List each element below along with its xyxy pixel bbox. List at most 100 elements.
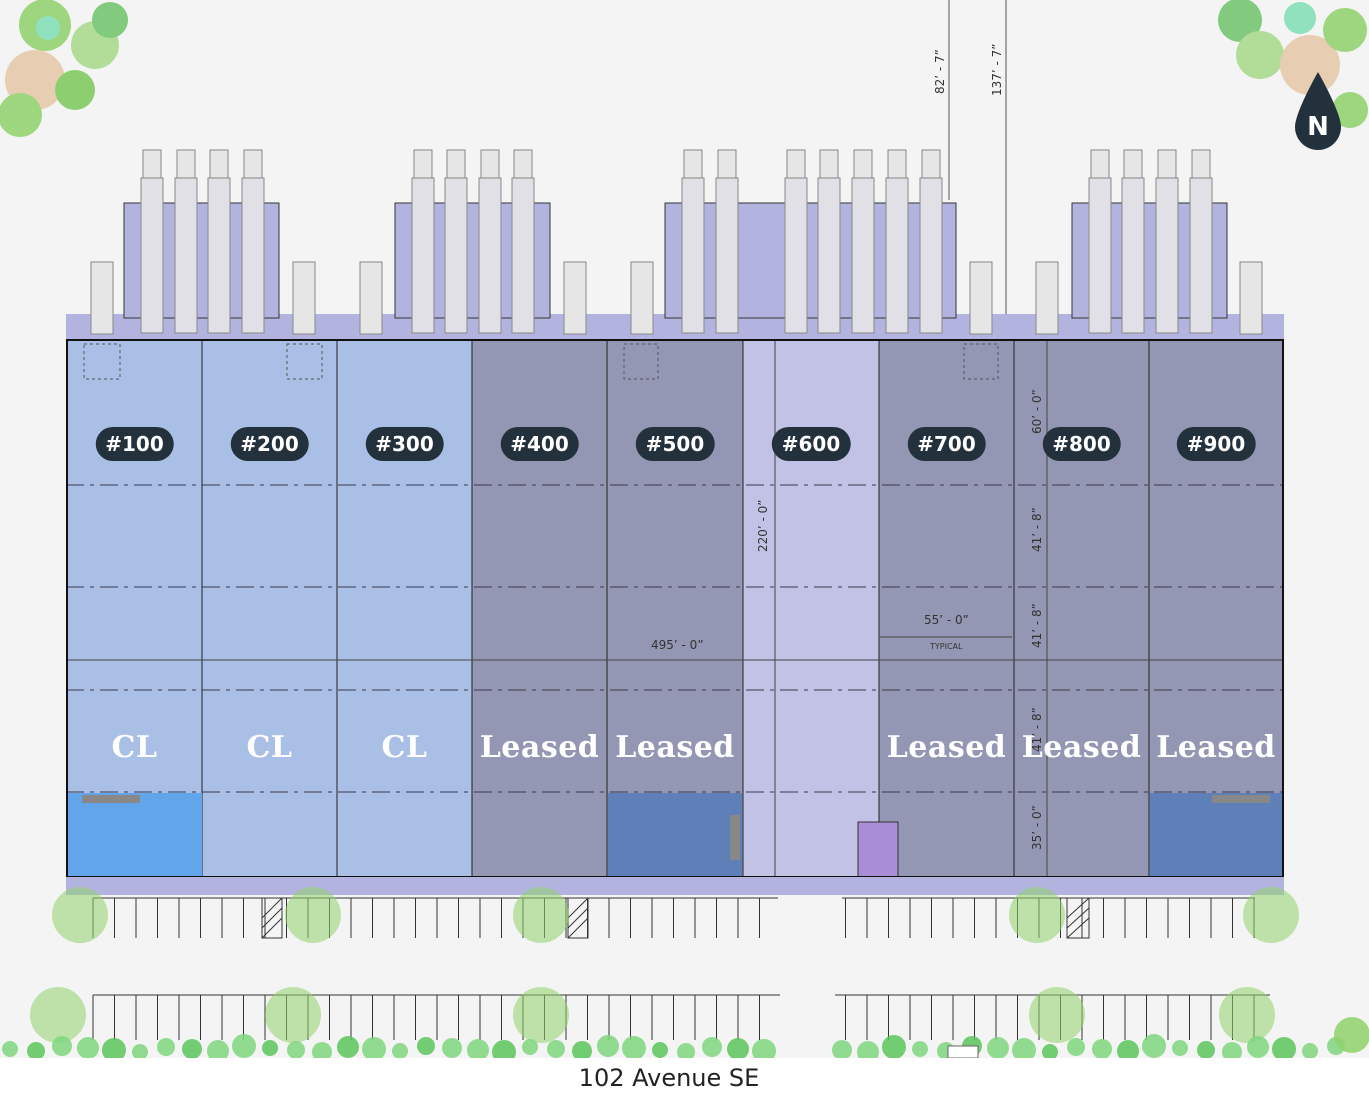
unit-badge[interactable]: #300	[365, 427, 444, 461]
shrub	[1302, 1043, 1318, 1059]
shrub	[287, 1041, 305, 1059]
unit-badge[interactable]: #600	[771, 427, 851, 461]
shrub	[157, 1038, 175, 1056]
shrub	[522, 1039, 538, 1055]
unit-badge[interactable]: #400	[500, 427, 579, 461]
stair-900	[1212, 795, 1270, 803]
trailer	[478, 177, 502, 334]
trailer	[1035, 261, 1059, 335]
shrub	[1092, 1039, 1112, 1059]
shrub	[77, 1037, 99, 1059]
truck-cab	[1123, 149, 1143, 179]
accessible-stalls	[261, 897, 1090, 939]
shrub	[1334, 1017, 1369, 1053]
trailer	[292, 261, 316, 335]
shrub	[1012, 1038, 1036, 1062]
unit-area	[201, 339, 338, 878]
trailer	[411, 177, 435, 334]
shrub	[232, 1034, 256, 1058]
unit-area	[742, 339, 880, 878]
unit-status-label: Leased	[615, 730, 735, 765]
trailer	[1239, 261, 1263, 335]
truck-cab	[513, 149, 533, 179]
dim-bay-width-note: TYPICAL	[930, 642, 963, 651]
shrub	[467, 1039, 489, 1061]
tree	[1219, 987, 1275, 1043]
bottom-bar	[0, 1058, 1369, 1099]
trailer	[885, 177, 909, 334]
shrub	[1222, 1042, 1242, 1062]
dim-bay-depth-5: 35’ - 0”	[1030, 805, 1044, 850]
truck-cab	[853, 149, 873, 179]
shrub	[207, 1040, 229, 1062]
truck-cab	[1191, 149, 1211, 179]
stair-500	[730, 815, 740, 860]
dock-well-3	[664, 202, 957, 319]
shrub	[2, 1041, 18, 1057]
shrub	[1172, 1040, 1188, 1056]
north-arrow-icon: N	[1293, 72, 1343, 152]
trailer	[1155, 177, 1179, 334]
unit-badge[interactable]: #800	[1042, 427, 1121, 461]
trailer	[919, 177, 943, 334]
unit-badge[interactable]: #700	[907, 427, 986, 461]
trailer	[241, 177, 265, 334]
shrub	[1247, 1036, 1269, 1058]
tree	[513, 887, 569, 943]
street-name: 102 Avenue SE	[578, 1064, 760, 1092]
unit-badge[interactable]: #500	[635, 427, 715, 461]
dim-bay-depth-2: 41’ - 8”	[1030, 507, 1044, 552]
trailer	[1088, 177, 1112, 334]
truck-cab	[209, 149, 229, 179]
shrub	[622, 1036, 646, 1060]
truck-cab	[142, 149, 162, 179]
truck-cab	[887, 149, 907, 179]
trailer	[784, 177, 808, 334]
tree	[1009, 887, 1065, 943]
unit-badge[interactable]: #100	[95, 427, 174, 461]
shrub	[362, 1037, 386, 1061]
dim-building-length: 495’ - 0”	[651, 638, 704, 652]
tree	[1029, 987, 1085, 1043]
truck-cab	[683, 149, 703, 179]
shrub	[262, 1040, 278, 1056]
trailer	[563, 261, 587, 335]
front-walk	[66, 877, 1284, 895]
shrub	[1272, 1037, 1296, 1061]
shrub	[752, 1039, 776, 1063]
truck-cab	[243, 149, 263, 179]
parking-rear-row	[92, 994, 1270, 1040]
trailer	[969, 261, 993, 335]
office-unit-100	[68, 793, 202, 877]
shrub	[1067, 1038, 1085, 1056]
north-label: N	[1307, 112, 1329, 142]
unit-badge[interactable]: #200	[230, 427, 309, 461]
trailer	[444, 177, 468, 334]
trailer	[140, 177, 164, 334]
office-unit-900	[1150, 793, 1283, 877]
shrub	[702, 1037, 722, 1057]
stair-100	[82, 795, 140, 803]
shrub	[857, 1041, 879, 1063]
trailer	[359, 261, 383, 335]
unit-badge[interactable]: #900	[1176, 427, 1256, 461]
trailer	[1189, 177, 1213, 334]
office-unit-600	[857, 821, 899, 878]
dim-bay-depth-3: 41’ - 8”	[1030, 603, 1044, 648]
shrub	[102, 1038, 126, 1062]
shrub	[727, 1038, 749, 1060]
truck-cab	[819, 149, 839, 179]
shrub	[912, 1041, 928, 1057]
trailer	[715, 177, 739, 334]
tree	[513, 987, 569, 1043]
shrubs	[2, 1017, 1369, 1064]
unit-area	[878, 339, 1015, 878]
shrub	[1117, 1040, 1139, 1062]
shrub	[442, 1038, 462, 1058]
trailer	[681, 177, 705, 334]
truck-cab	[921, 149, 941, 179]
dim-building-depth: 220’ - 0”	[756, 499, 770, 552]
unit-status-label: CL	[246, 730, 293, 765]
shrub	[547, 1040, 565, 1058]
